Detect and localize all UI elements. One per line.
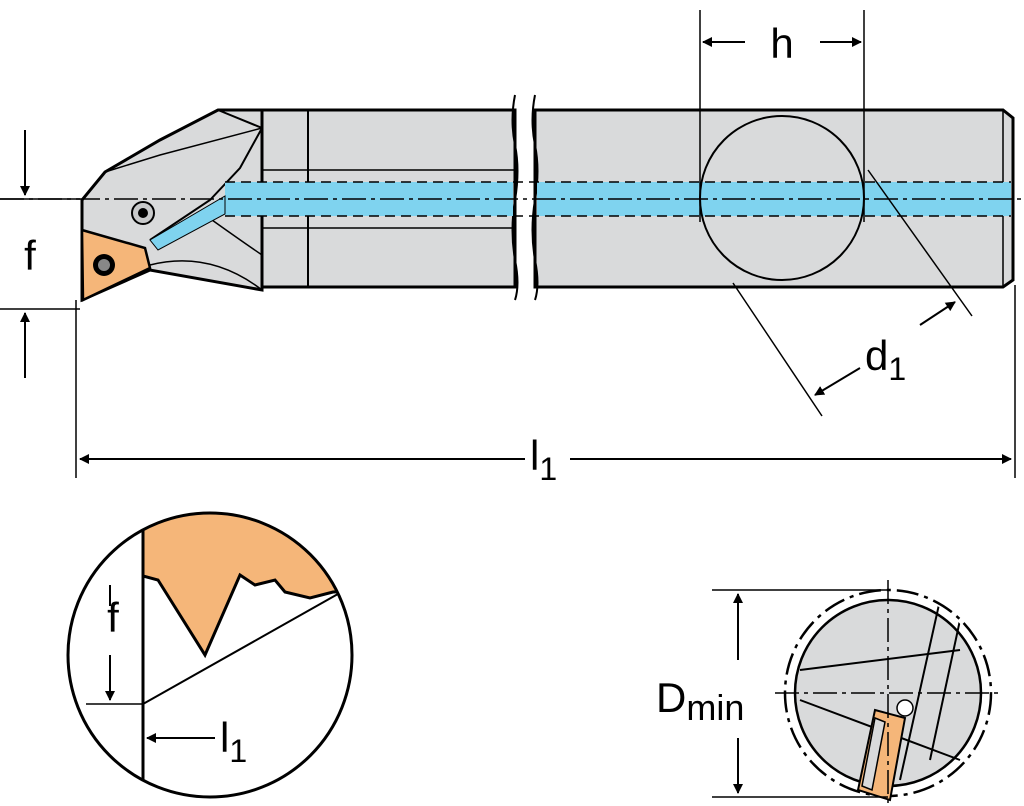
label-h: h [770, 20, 793, 67]
label-f-main: f [24, 232, 36, 279]
dimension-l1-main [75, 285, 1016, 478]
tool-side-view [0, 94, 1024, 303]
label-l1-detail: l1 [220, 714, 247, 769]
dimension-f-main [0, 130, 80, 378]
threading-insert [80, 228, 152, 302]
dimension-h [699, 10, 865, 222]
label-f-detail: f [107, 594, 119, 641]
label-l1-main: l1 [530, 432, 557, 487]
end-view [712, 580, 1000, 806]
label-dmin: Dmin [656, 674, 744, 728]
label-d1: d1 [865, 332, 906, 387]
dimension-d1 [732, 169, 973, 417]
